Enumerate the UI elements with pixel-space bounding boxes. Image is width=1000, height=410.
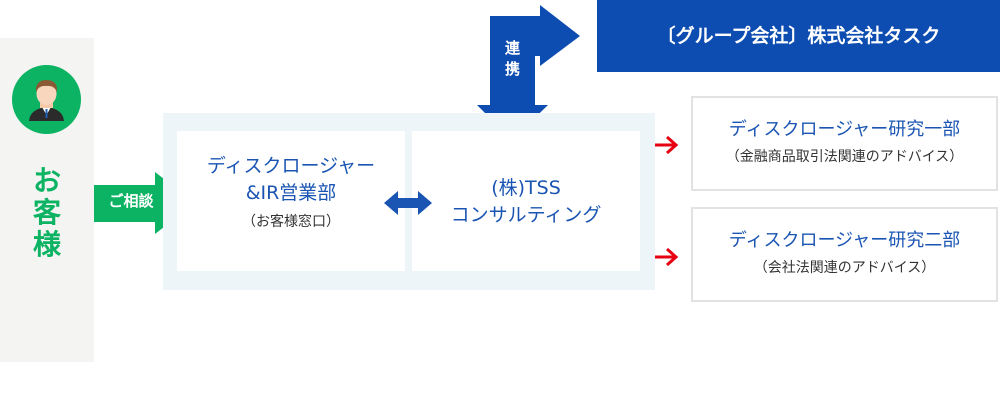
tss-box: (株)TSS コンサルティング [412, 131, 640, 271]
collaboration-arrow [477, 5, 580, 140]
research-dept-2-subtitle: （会社法関連のアドバイス） [753, 260, 936, 276]
collaboration-label-char: 連 [504, 39, 520, 57]
research-dept-2-title: ディスクロージャー研究二部 [728, 230, 961, 251]
group-company-banner: 〔グループ会社〕株式会社タスク [597, 0, 1000, 72]
customer-avatar-icon [12, 65, 81, 134]
collaboration-label: 連 携 [490, 38, 535, 80]
collaboration-label-char: 携 [504, 60, 520, 78]
customer-label-char: 客 [32, 196, 61, 229]
tss-title-line2: コンサルティング [450, 204, 602, 226]
ir-department-box: ディスクロージャー &IR営業部 （お客様窓口） [177, 131, 405, 271]
consult-label: ご相談 [108, 192, 154, 210]
tss-title-line1: (株)TSS [491, 177, 561, 199]
ir-title-line2: &IR営業部 [245, 182, 337, 204]
research-dept-1-box: ディスクロージャー研究一部 （金融商品取引法関連のアドバイス） [691, 96, 998, 191]
customer-label: お 客 様 [0, 165, 94, 261]
blue-double-arrow-overlay [384, 191, 432, 215]
research-dept-1-subtitle: （金融商品取引法関連のアドバイス） [725, 149, 964, 165]
ir-subtitle: （お客様窓口） [242, 214, 340, 230]
research-dept-1-title: ディスクロージャー研究一部 [728, 119, 961, 140]
ir-title-line1: ディスクロージャー [206, 155, 376, 177]
research-dept-2-box: ディスクロージャー研究二部 （会社法関連のアドバイス） [691, 207, 998, 302]
customer-label-char: お [32, 164, 61, 197]
customer-label-char: 様 [32, 228, 61, 261]
